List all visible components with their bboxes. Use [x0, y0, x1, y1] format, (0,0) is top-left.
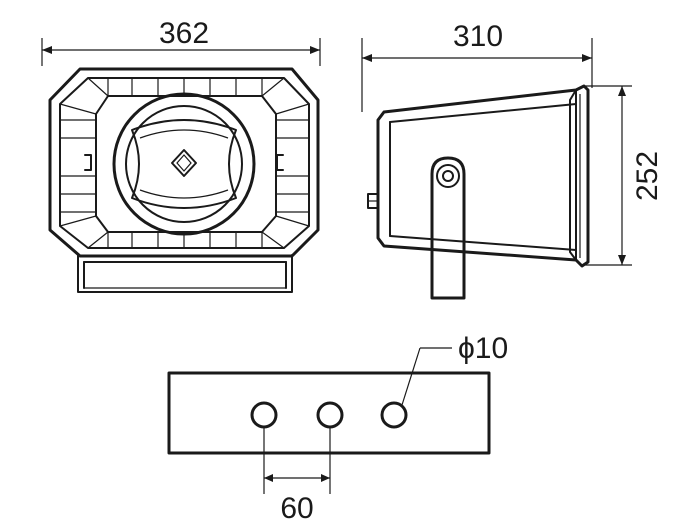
- bracket-hole-1: [250, 401, 278, 429]
- bracket-hole-3: [380, 401, 408, 429]
- front-diffuser: [131, 119, 237, 209]
- front-width-label: 362: [159, 17, 209, 50]
- front-side-slots: [84, 154, 284, 171]
- hole-spacing-dimension: 60: [263, 427, 331, 525]
- bracket-hole-2: [316, 401, 344, 429]
- hole-diameter-callout: ϕ10: [401, 332, 508, 406]
- front-grille-ribs: [59, 77, 310, 249]
- bracket-view: ϕ10 60: [167, 332, 508, 525]
- hole-spacing-label: 60: [280, 492, 313, 525]
- side-depth-dimension: 310: [361, 20, 593, 112]
- hole-diameter-label: ϕ10: [458, 332, 508, 365]
- front-view: 362: [41, 17, 321, 293]
- side-height-dimension: 252: [584, 85, 664, 266]
- side-height-label: 252: [631, 151, 664, 201]
- side-view: 310 252: [361, 20, 664, 300]
- front-base: [77, 254, 293, 293]
- front-outer-housing: [48, 67, 320, 258]
- front-width-dimension: 362: [41, 17, 321, 66]
- side-mounting-bracket: [430, 156, 466, 300]
- front-horn-mouth: [95, 95, 277, 233]
- side-rear-terminal: [367, 193, 379, 209]
- front-phase-plug: [171, 149, 197, 177]
- side-depth-label: 310: [453, 20, 503, 53]
- front-driver-outer-ring: [112, 92, 256, 236]
- bracket-plate: [167, 371, 491, 455]
